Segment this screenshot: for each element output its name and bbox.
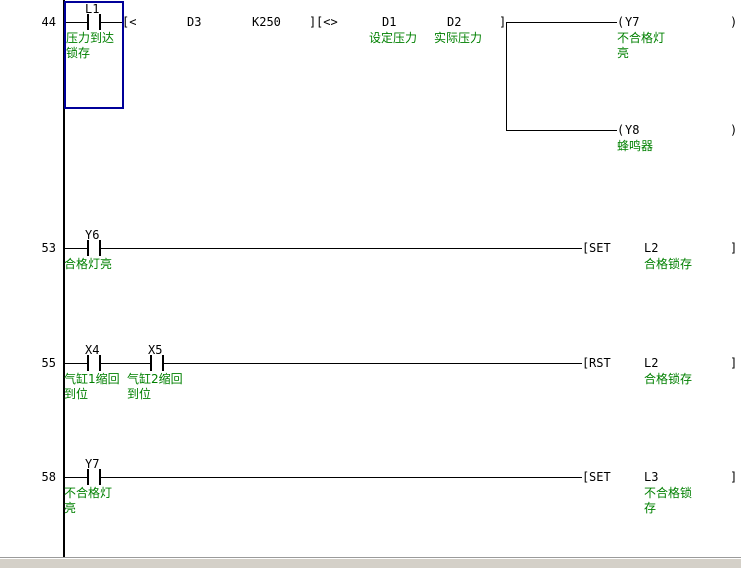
contact-bar-icon bbox=[99, 469, 101, 485]
instr-mnemonic[interactable]: SET bbox=[589, 241, 611, 255]
contact-device-label: Y6 bbox=[85, 228, 100, 242]
device-comment: 合格锁存 bbox=[644, 257, 693, 271]
compare-close-bracket: ] bbox=[309, 15, 317, 29]
contact-bar-icon bbox=[150, 355, 152, 371]
contact-X5[interactable] bbox=[150, 355, 164, 371]
contact-bar-icon bbox=[99, 240, 101, 256]
contact-Y7[interactable] bbox=[87, 469, 101, 485]
wire bbox=[506, 130, 617, 131]
device-comment: 气缸2缩回 bbox=[127, 372, 183, 386]
contact-bar-icon bbox=[87, 469, 89, 485]
coil-close-paren: ) bbox=[730, 15, 738, 29]
wire bbox=[63, 477, 87, 478]
instr-operand[interactable]: L2 bbox=[644, 241, 659, 255]
wire bbox=[63, 248, 87, 249]
rung-number: 44 bbox=[41, 15, 56, 29]
contact-device-label: L1 bbox=[85, 2, 100, 16]
compare-close-bracket: ] bbox=[499, 15, 507, 29]
device-comment: 气缸1缩回 bbox=[64, 372, 120, 386]
device-comment: 合格锁存 bbox=[644, 372, 693, 386]
device-comment: 设定压力 bbox=[369, 31, 418, 45]
instr-mnemonic[interactable]: RST bbox=[589, 356, 611, 370]
instr-operand[interactable]: L2 bbox=[644, 356, 659, 370]
rung-number: 55 bbox=[41, 356, 56, 370]
wire bbox=[101, 22, 122, 23]
coil-open-paren: ( bbox=[617, 15, 625, 29]
instr-mnemonic[interactable]: SET bbox=[589, 470, 611, 484]
instr-close-bracket: ] bbox=[730, 356, 738, 370]
device-comment: 亮 bbox=[64, 501, 77, 515]
coil-open-paren: ( bbox=[617, 123, 625, 137]
contact-device-label: X5 bbox=[148, 343, 163, 357]
device-comment: 压力到达 bbox=[66, 31, 115, 45]
horizontal-scrollbar[interactable] bbox=[0, 557, 741, 568]
device-comment: 蜂鸣器 bbox=[617, 139, 654, 153]
compare-operand[interactable]: D2 bbox=[447, 15, 462, 29]
device-comment: 不合格灯 bbox=[617, 31, 666, 45]
instr-open-bracket: [ bbox=[582, 241, 590, 255]
coil-device-Y7[interactable]: Y7 bbox=[625, 15, 640, 29]
instr-close-bracket: ] bbox=[730, 470, 738, 484]
device-comment: 到位 bbox=[127, 387, 152, 401]
contact-bar-icon bbox=[87, 355, 89, 371]
device-comment: 到位 bbox=[64, 387, 89, 401]
device-comment: 锁存 bbox=[66, 46, 91, 60]
contact-Y6[interactable] bbox=[87, 240, 101, 256]
instr-close-bracket: ] bbox=[730, 241, 738, 255]
contact-device-label: Y7 bbox=[85, 457, 100, 471]
contact-bar-icon bbox=[99, 355, 101, 371]
compare-operand[interactable]: D3 bbox=[187, 15, 202, 29]
branch-wire bbox=[506, 22, 507, 131]
contact-bar-icon bbox=[162, 355, 164, 371]
instr-operand[interactable]: L3 bbox=[644, 470, 659, 484]
contact-bar-icon bbox=[99, 14, 101, 30]
left-power-rail bbox=[63, 0, 65, 557]
device-comment: 存 bbox=[644, 501, 657, 515]
compare-operand[interactable]: K250 bbox=[252, 15, 281, 29]
contact-device-label: X4 bbox=[85, 343, 100, 357]
edit-cursor bbox=[64, 1, 124, 109]
coil-device-Y8[interactable]: Y8 bbox=[625, 123, 640, 137]
contact-bar-icon bbox=[87, 14, 89, 30]
wire bbox=[506, 22, 617, 23]
wire bbox=[164, 363, 582, 364]
contact-bar-icon bbox=[87, 240, 89, 256]
device-comment: 合格灯亮 bbox=[64, 257, 113, 271]
compare-open-bracket: [<> bbox=[316, 15, 338, 29]
contact-X4[interactable] bbox=[87, 355, 101, 371]
compare-open-bracket: [< bbox=[122, 15, 137, 29]
instr-open-bracket: [ bbox=[582, 356, 590, 370]
device-comment: 亮 bbox=[617, 46, 630, 60]
wire bbox=[101, 363, 150, 364]
instr-open-bracket: [ bbox=[582, 470, 590, 484]
rung-number: 53 bbox=[41, 241, 56, 255]
compare-operand[interactable]: D1 bbox=[382, 15, 397, 29]
contact-L1[interactable] bbox=[87, 14, 101, 30]
rung-number: 58 bbox=[41, 470, 56, 484]
wire bbox=[101, 477, 582, 478]
device-comment: 不合格灯 bbox=[64, 486, 113, 500]
device-comment: 不合格锁 bbox=[644, 486, 693, 500]
wire bbox=[63, 22, 87, 23]
device-comment: 实际压力 bbox=[434, 31, 483, 45]
wire bbox=[101, 248, 582, 249]
coil-close-paren: ) bbox=[730, 123, 738, 137]
wire bbox=[63, 363, 87, 364]
